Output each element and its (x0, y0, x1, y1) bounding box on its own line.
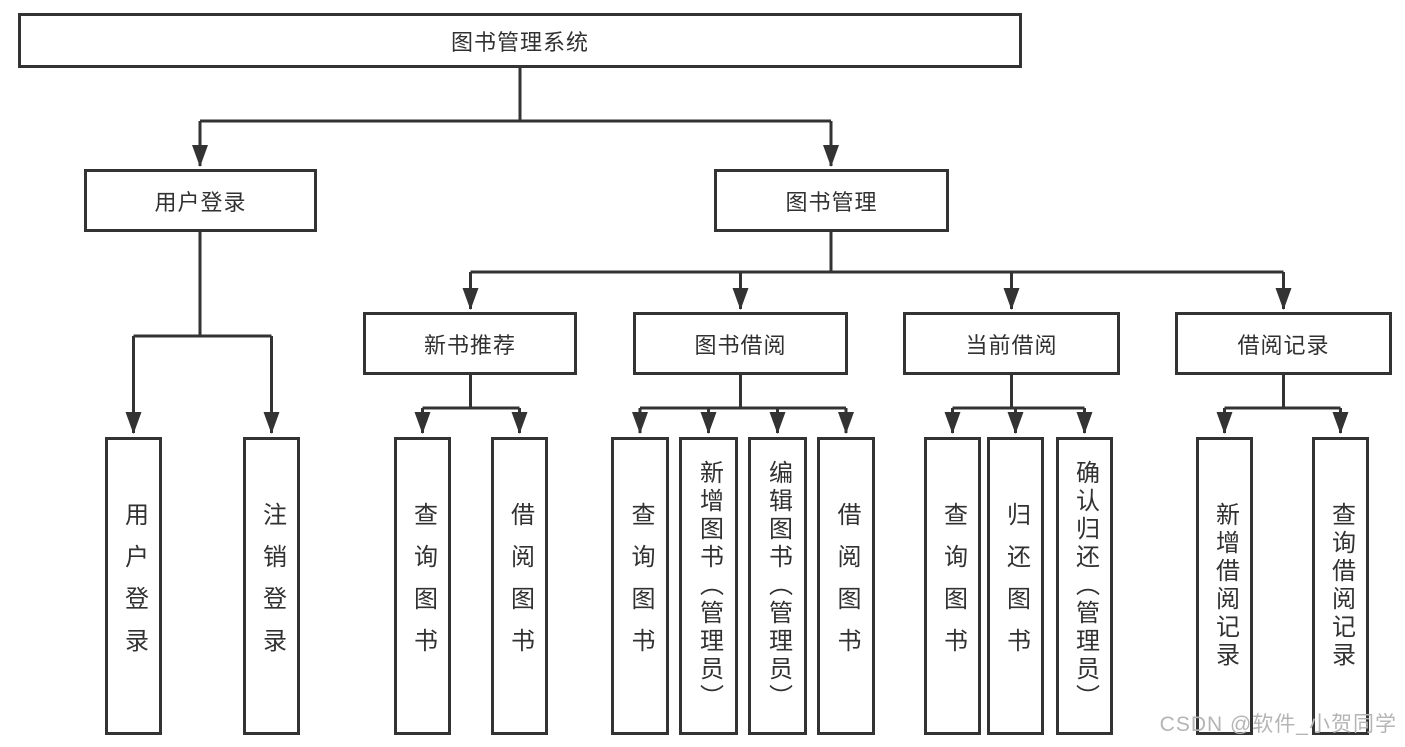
csdn-watermark: CSDN @软件_小贺同学 (1159, 713, 1397, 736)
leaf-borrow-books-recommend: 借阅图书 (491, 437, 548, 735)
node-current-borrow: 当前借阅 (903, 312, 1120, 375)
leaf-return-book: 归还图书 (987, 437, 1044, 735)
leaf-logout: 注销登录 (243, 437, 300, 735)
leaf-add-borrow-record: 新增借阅记录 (1196, 437, 1253, 735)
leaf-confirm-return-admin: 确认归还（管理员） (1056, 437, 1113, 735)
leaf-add-book-admin: 新增图书（管理员） (679, 437, 738, 735)
node-library-management-system: 图书管理系统 (18, 13, 1022, 68)
leaf-edit-book-admin: 编辑图书（管理员） (748, 437, 807, 735)
node-borrow-records: 借阅记录 (1175, 312, 1392, 375)
leaf-query-books-borrow: 查询图书 (611, 437, 669, 735)
leaf-query-borrow-record: 查询借阅记录 (1312, 437, 1369, 735)
leaf-borrow-books-borrow: 借阅图书 (817, 437, 875, 735)
node-book-borrow: 图书借阅 (633, 312, 848, 375)
node-book-management: 图书管理 (714, 169, 949, 232)
leaf-user-login: 用户登录 (105, 437, 162, 735)
leaf-query-books-recommend: 查询图书 (394, 437, 451, 735)
node-new-book-recommend: 新书推荐 (363, 312, 577, 375)
leaf-query-books-current: 查询图书 (924, 437, 981, 735)
node-user-login: 用户登录 (84, 169, 317, 232)
